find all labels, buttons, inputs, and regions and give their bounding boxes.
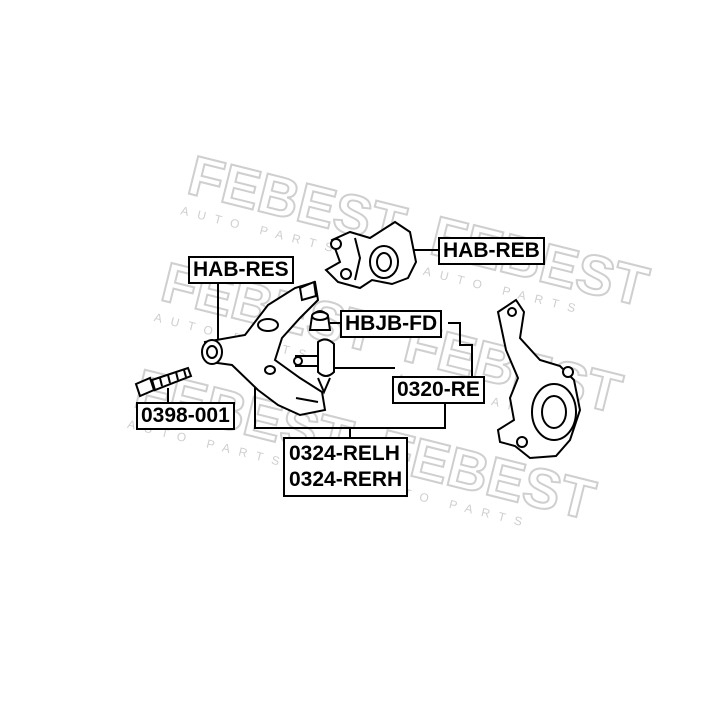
control-arm-part [201, 280, 327, 417]
engine-mount-part [324, 220, 418, 290]
label-hab-res: HAB-RES [188, 256, 294, 284]
label-0398-001: 0398-001 [136, 402, 235, 430]
knuckle-part [496, 298, 582, 460]
label-0324-group: 0324-RELH 0324-RERH [283, 437, 409, 497]
label-0324-rerh: 0324-RERH [289, 468, 403, 491]
label-0324-relh: 0324-RELH [289, 442, 400, 465]
bolt-part [134, 366, 193, 398]
boot-part [308, 310, 332, 331]
label-hbjb-fd: HBJB-FD [340, 310, 443, 338]
leader-0320-re [335, 322, 473, 376]
label-hab-reb: HAB-REB [438, 237, 545, 265]
label-0320-re: 0320-RE [392, 376, 485, 404]
leader-lines [167, 249, 473, 440]
ball-joint-part [293, 338, 335, 395]
